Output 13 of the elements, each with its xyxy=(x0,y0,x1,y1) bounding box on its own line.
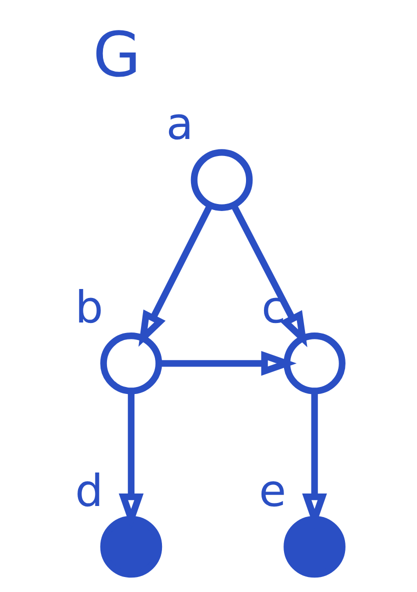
node-circle xyxy=(100,332,162,394)
arrow xyxy=(138,204,213,347)
diagram-title: G xyxy=(92,18,141,91)
node-label: a xyxy=(166,99,194,150)
node-circle xyxy=(100,516,162,578)
node-label: b xyxy=(75,282,104,334)
arrow xyxy=(230,204,308,348)
node-circle xyxy=(284,332,346,394)
node-circle xyxy=(190,149,253,211)
node-label: e xyxy=(258,466,286,517)
node-circle xyxy=(284,516,346,578)
node-label: d xyxy=(75,466,104,517)
arrow xyxy=(159,350,297,376)
